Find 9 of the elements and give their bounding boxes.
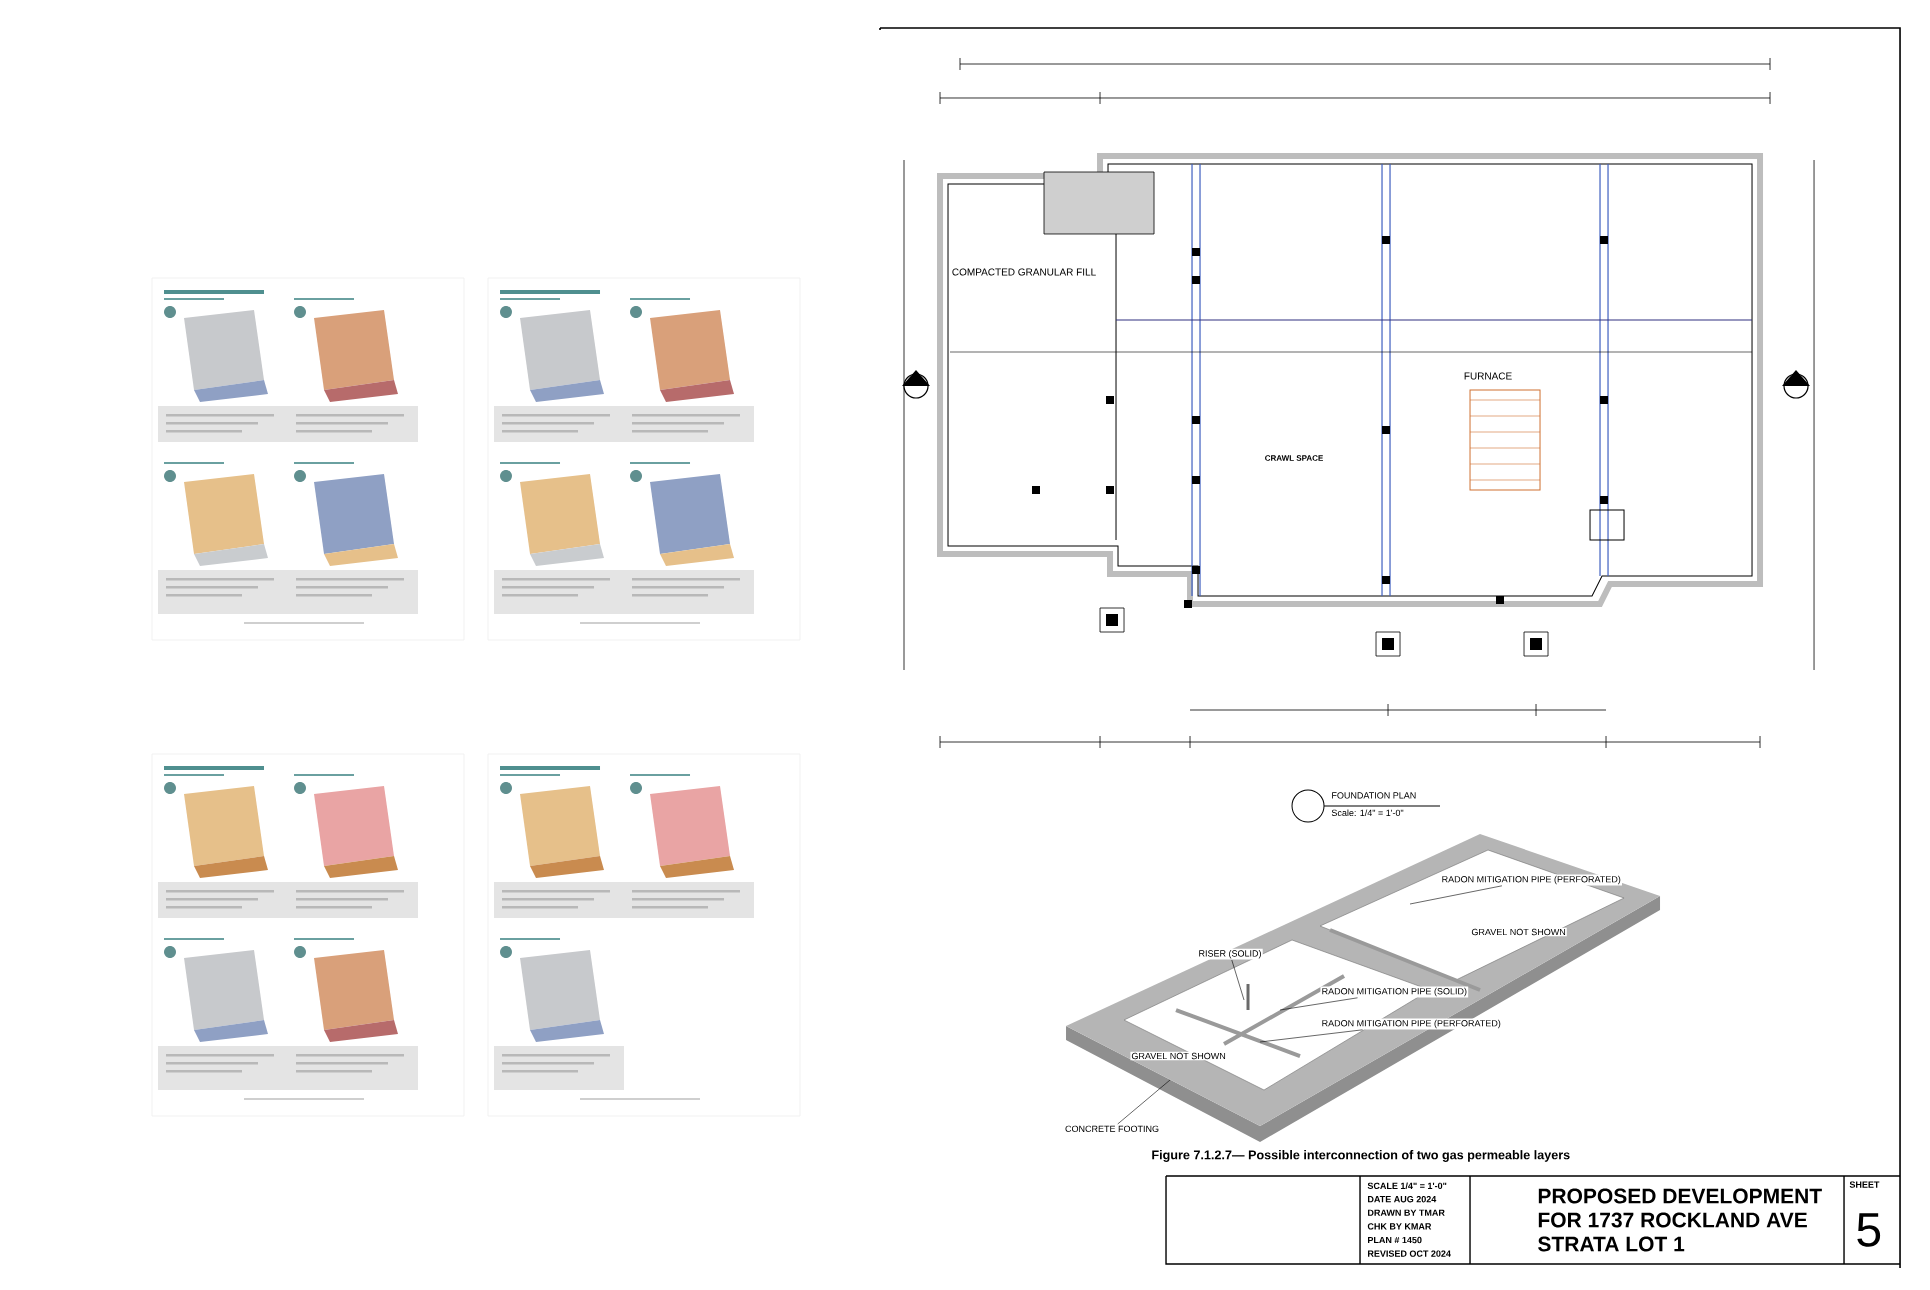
project-title: STRATA LOT 1	[1536, 1235, 1686, 1253]
project-title: FOR 1737 ROCKLAND AVE	[1536, 1211, 1809, 1229]
leader-line	[1279, 997, 1358, 1011]
leader-line	[1259, 1029, 1363, 1043]
project-title: PROPOSED DEVELOPMENT	[1536, 1187, 1824, 1205]
leader-line	[1117, 1079, 1171, 1125]
sheet-number: 5	[1854, 1212, 1884, 1248]
leader-line	[1231, 959, 1245, 1001]
leader-line	[1409, 885, 1503, 905]
